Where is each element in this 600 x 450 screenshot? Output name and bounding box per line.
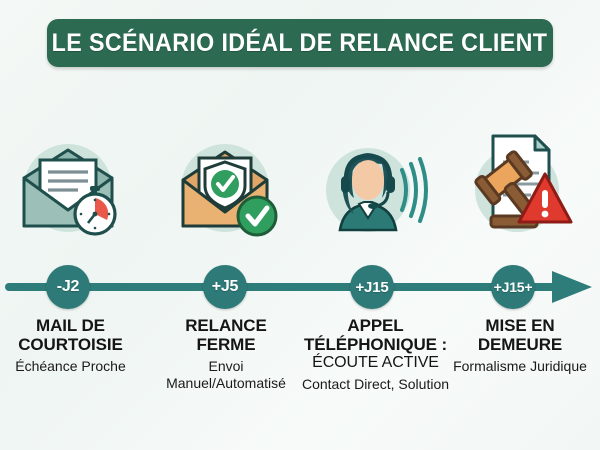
title-banner: LE SCÉNARIO IDÉAL DE RELANCE CLIENT [47, 19, 553, 67]
timeline-line [5, 283, 570, 291]
timeline-node-label: +J15+ [493, 279, 533, 295]
gavel-document-warning-icon [451, 128, 575, 252]
timeline-node-3[interactable]: +J15 [350, 265, 394, 309]
step-title: MISE EN DEMEURE [477, 316, 563, 355]
step-icon-cell-2 [150, 126, 300, 258]
step-icon-cell-3 [297, 126, 447, 258]
headset-agent-icon [310, 128, 434, 252]
timeline: -J2 +J5 +J15 +J15+ [0, 258, 600, 318]
timeline-node-label: +J5 [211, 278, 239, 295]
step-subtitle: Formalisme Juridique [453, 358, 587, 375]
step-icon-cell-4 [438, 126, 588, 258]
step-subtitle: Contact Direct, Solution [301, 375, 450, 392]
step-title: MAIL DE COURTOISIE [18, 316, 123, 355]
step-title-line2: ÉCOUTE ACTIVE [312, 354, 439, 372]
page-title: LE SCÉNARIO IDÉAL DE RELANCE CLIENT [52, 28, 548, 57]
timeline-node-4[interactable]: +J15+ [491, 265, 535, 309]
step-title: APPEL TÉLÉPHONIQUE : [303, 316, 448, 355]
captions-row: MAIL DE COURTOISIE Échéance Proche RELAN… [0, 316, 600, 436]
step-subtitle: Envoi Manuel/Automatisé [166, 358, 286, 391]
timeline-node-label: +J15 [355, 278, 389, 296]
timeline-node-label: -J2 [56, 278, 80, 295]
envelope-with-stopwatch-icon [6, 128, 130, 252]
envelope-with-shield-check-icon [163, 128, 287, 252]
step-caption-1: MAIL DE COURTOISIE Échéance Proche [3, 316, 138, 375]
step-icon-cell-1 [0, 126, 143, 258]
step-title: RELANCE FERME [185, 316, 267, 355]
step-caption-4: MISE EN DEMEURE Formalisme Juridique [450, 316, 590, 375]
step-caption-2: RELANCE FERME Envoi Manuel/Automatisé [155, 316, 297, 392]
timeline-node-1[interactable]: -J2 [46, 265, 90, 309]
icons-row [0, 126, 600, 258]
step-subtitle: Échéance Proche [15, 358, 126, 375]
timeline-arrow-icon [552, 271, 592, 303]
timeline-node-2[interactable]: +J5 [203, 265, 247, 309]
step-caption-3: APPEL TÉLÉPHONIQUE : ÉCOUTE ACTIVE Conta… [293, 316, 458, 392]
